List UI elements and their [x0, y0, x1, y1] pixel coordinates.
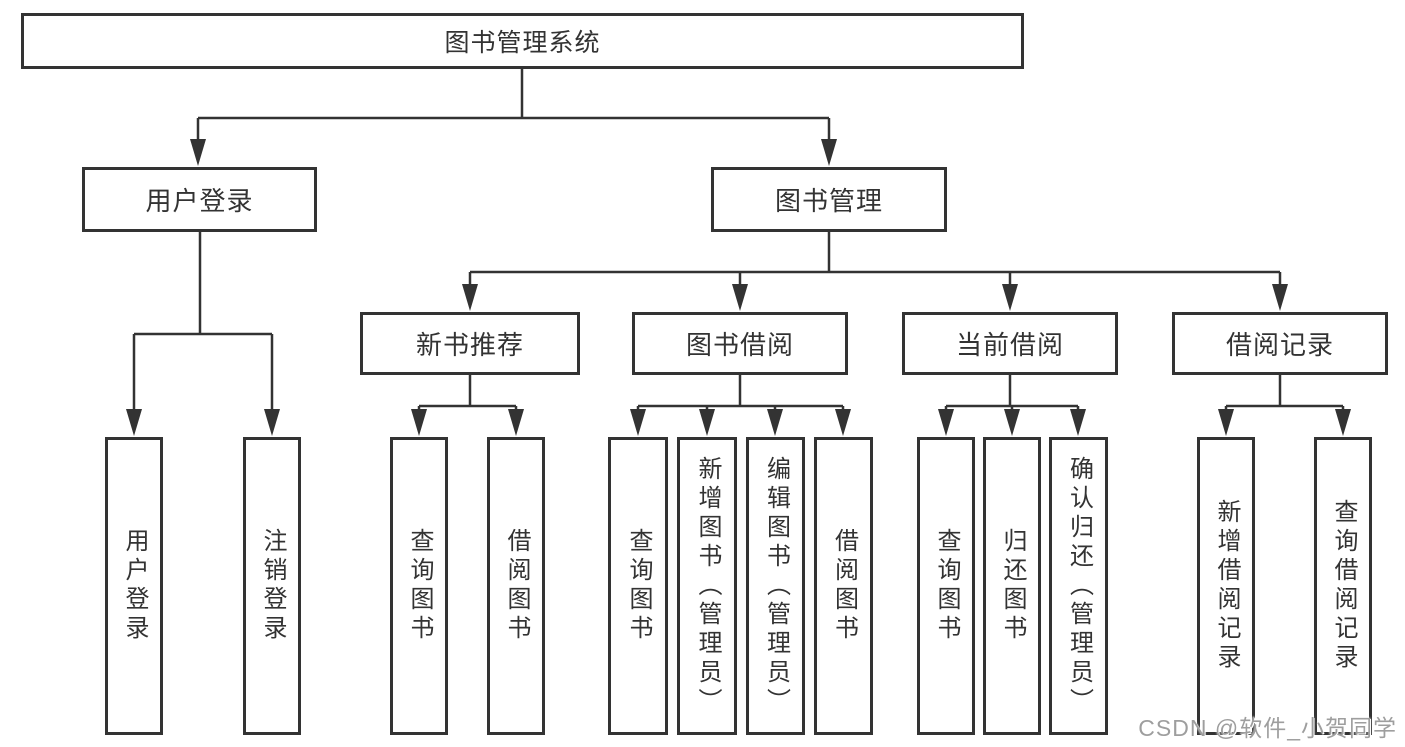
node-user-login: 用户登录: [82, 167, 317, 232]
node-book-borrowing: 图书借阅: [632, 312, 848, 375]
leaf-cb-confirm-return-admin: 确认归还（管理员）: [1049, 437, 1108, 735]
leaf-cb-return-books: 归还图书: [983, 437, 1041, 735]
node-library-management-system: 图书管理系统: [21, 13, 1024, 69]
leaf-bb-edit-books-admin: 编辑图书（管理员）: [746, 437, 805, 735]
leaf-br-query-record: 查询借阅记录: [1314, 437, 1372, 735]
leaf-cb-query-books: 查询图书: [917, 437, 975, 735]
node-borrowing-records: 借阅记录: [1172, 312, 1388, 375]
leaf-nbr-query-books: 查询图书: [390, 437, 448, 735]
leaf-logout: 注销登录: [243, 437, 301, 735]
leaf-br-add-record: 新增借阅记录: [1197, 437, 1255, 735]
leaf-bb-query-books: 查询图书: [608, 437, 668, 735]
node-new-book-recommend: 新书推荐: [360, 312, 580, 375]
leaf-bb-borrow-books: 借阅图书: [814, 437, 873, 735]
node-current-borrowing: 当前借阅: [902, 312, 1118, 375]
watermark: CSDN @软件_小贺同学: [1138, 715, 1397, 741]
node-book-management: 图书管理: [711, 167, 947, 232]
leaf-user-login: 用户登录: [105, 437, 163, 735]
leaf-bb-add-books-admin: 新增图书（管理员）: [677, 437, 737, 735]
leaf-nbr-borrow-books: 借阅图书: [487, 437, 545, 735]
